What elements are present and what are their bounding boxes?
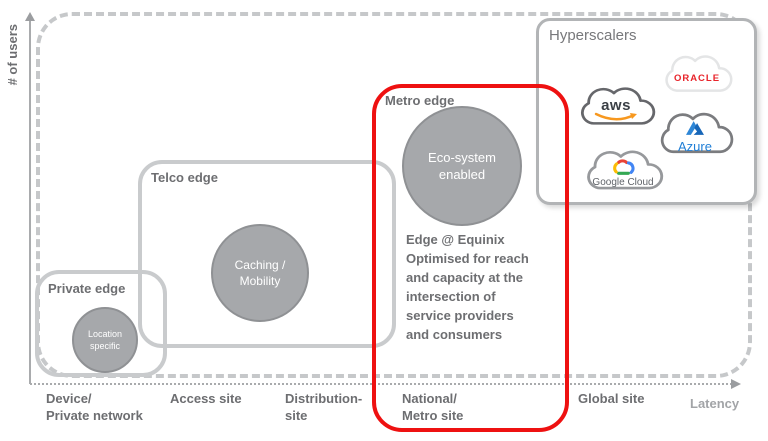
eco-system-enabled-bubble: Eco-system enabled <box>402 106 522 226</box>
y-axis-arrow-icon <box>25 12 35 21</box>
x-tick-access-site: Access site <box>170 391 242 406</box>
location-specific-bubble: Location specific <box>72 307 138 373</box>
google-cloud-item: Google Cloud <box>580 146 666 196</box>
x-tick-national-metro-site: National/ Metro site <box>402 391 464 423</box>
oracle-cloud-item: ORACLE <box>659 51 735 98</box>
x-tick-distribution-site: Distribution- site <box>285 391 363 423</box>
telco-edge-zone-box <box>138 160 396 348</box>
x-axis-arrow-icon <box>731 379 741 389</box>
x-tick-device-private-network: Device/ Private network <box>46 391 143 423</box>
telco-edge-label: Telco edge <box>151 170 218 185</box>
hyperscalers-panel: Hyperscalers aws ORACLE <box>536 18 757 205</box>
azure-cloud-item: Azure <box>654 108 736 160</box>
google-cloud-wordmark: Google Cloud <box>592 177 654 188</box>
cloud-outline-icon <box>587 150 664 190</box>
x-tick-global-site: Global site <box>578 391 645 406</box>
aws-cloud-item: aws <box>574 83 658 131</box>
metro-edge-highlight-box <box>372 84 569 432</box>
google-cloud-logo-icon <box>613 159 635 175</box>
aws-wordmark: aws <box>601 97 631 114</box>
private-edge-zone-box <box>35 270 167 377</box>
azure-wordmark: Azure <box>678 138 712 154</box>
caching-mobility-bubble: Caching / Mobility <box>211 224 309 322</box>
x-axis-label: Latency <box>690 396 740 411</box>
cloud-outline-icon <box>665 55 733 92</box>
x-axis-line <box>30 383 732 385</box>
y-axis-label: # of users <box>5 24 20 86</box>
y-axis-line <box>29 20 31 384</box>
hyperscalers-title: Hyperscalers <box>549 27 637 44</box>
azure-logo-icon <box>686 120 704 135</box>
metro-edge-label: Metro edge <box>385 93 455 108</box>
edge-at-equinix-description: Edge @ Equinix Optimised for reach and c… <box>406 232 529 342</box>
aws-smile-icon <box>594 112 637 121</box>
oracle-wordmark: ORACLE <box>673 73 721 84</box>
private-edge-label: Private edge <box>48 281 126 296</box>
